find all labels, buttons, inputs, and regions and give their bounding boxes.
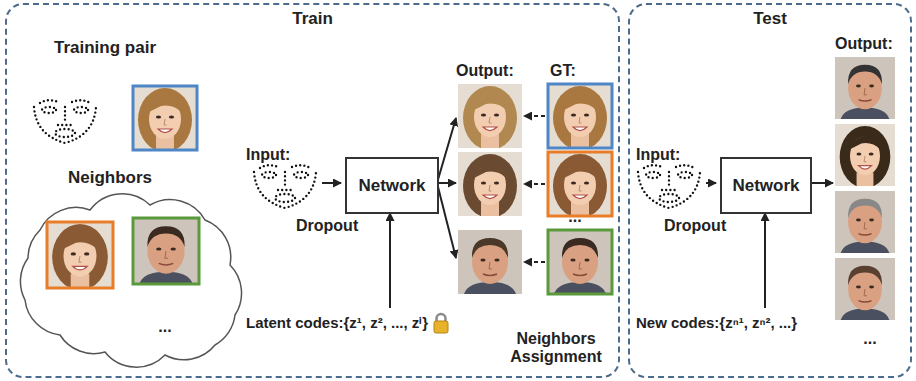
face-photo	[133, 218, 199, 284]
ellipsis: ...	[568, 208, 581, 225]
photo-border	[47, 222, 113, 288]
output-label: Output:	[456, 62, 514, 79]
label-holder: Dropout	[664, 217, 754, 235]
arrow	[389, 213, 391, 308]
face-photo	[835, 258, 895, 320]
arrow	[764, 213, 766, 308]
art-rect	[434, 321, 448, 333]
label-holder: New codes:{zⁿ¹, zⁿ², ...}	[636, 314, 826, 332]
face-photo	[548, 84, 612, 150]
label-holder: GT:	[550, 62, 600, 80]
output-label: Output:	[835, 35, 893, 52]
label-holder: Output:	[456, 62, 536, 80]
network-box: Network	[345, 157, 439, 214]
dashed-arrow	[524, 183, 545, 185]
label-holder: Dropout	[296, 217, 386, 235]
gt-label: GT:	[550, 62, 576, 79]
caption-text: Neighbors Assignment	[510, 330, 602, 365]
label-holder: Training pair	[40, 38, 170, 58]
face-photo	[835, 191, 895, 253]
arrow	[437, 118, 456, 183]
input-label: Input:	[246, 146, 290, 163]
caption-text: Neighbors	[68, 168, 152, 187]
new-codes: New codes:{zⁿ¹, zⁿ², ...}	[636, 314, 797, 331]
label-holder: ...	[150, 318, 180, 336]
photo-border	[133, 86, 197, 150]
ellipsis: ...	[863, 330, 876, 347]
face-photo	[548, 230, 612, 294]
photo-border	[548, 84, 612, 148]
dashed-arrow	[524, 261, 545, 263]
caption-text: Training pair	[54, 38, 156, 57]
box-label: Network	[358, 176, 425, 196]
label-holder: Neighbors Assignment	[500, 330, 612, 367]
network-box: Network	[720, 157, 812, 214]
neighbors-cloud	[20, 194, 241, 367]
face-photo	[47, 222, 113, 290]
label-holder: ...	[555, 208, 595, 226]
ellipsis: ...	[158, 318, 171, 335]
face-photo	[458, 230, 522, 294]
lock-icon	[432, 312, 450, 334]
photo-border	[548, 230, 612, 294]
face-photo	[133, 86, 197, 152]
label-holder: Neighbors	[45, 168, 175, 188]
label-holder: Input:	[636, 146, 706, 164]
arrow	[706, 182, 716, 184]
label-holder: ...	[850, 330, 890, 348]
dropout-label: Dropout	[296, 217, 358, 234]
latent-codes: Latent codes:{z¹, z², ..., zⁱ}	[246, 314, 428, 331]
arrow	[437, 183, 456, 258]
label-holder: Input:	[246, 146, 316, 164]
face-photo	[835, 124, 895, 188]
dashed-arrow	[524, 115, 545, 117]
face-photo	[458, 152, 522, 218]
box-label: Network	[732, 176, 799, 196]
arrow	[810, 182, 833, 184]
panel-title: Train	[7, 9, 618, 29]
label-holder: Latent codes:{z¹, z², ..., zⁱ}	[246, 314, 486, 332]
landmark-drawing	[34, 100, 96, 143]
arrow	[322, 182, 341, 184]
panel-title: Test	[630, 9, 910, 29]
face-photo	[835, 57, 895, 119]
landmark-drawing	[638, 165, 700, 208]
input-label: Input:	[636, 146, 680, 163]
photo-border	[133, 218, 199, 284]
face-photo	[458, 84, 522, 150]
dropout-label: Dropout	[664, 217, 726, 234]
arrow	[437, 182, 456, 184]
label-holder: Output:	[835, 35, 910, 53]
photo-border	[548, 152, 612, 216]
landmark-drawing	[254, 165, 316, 208]
